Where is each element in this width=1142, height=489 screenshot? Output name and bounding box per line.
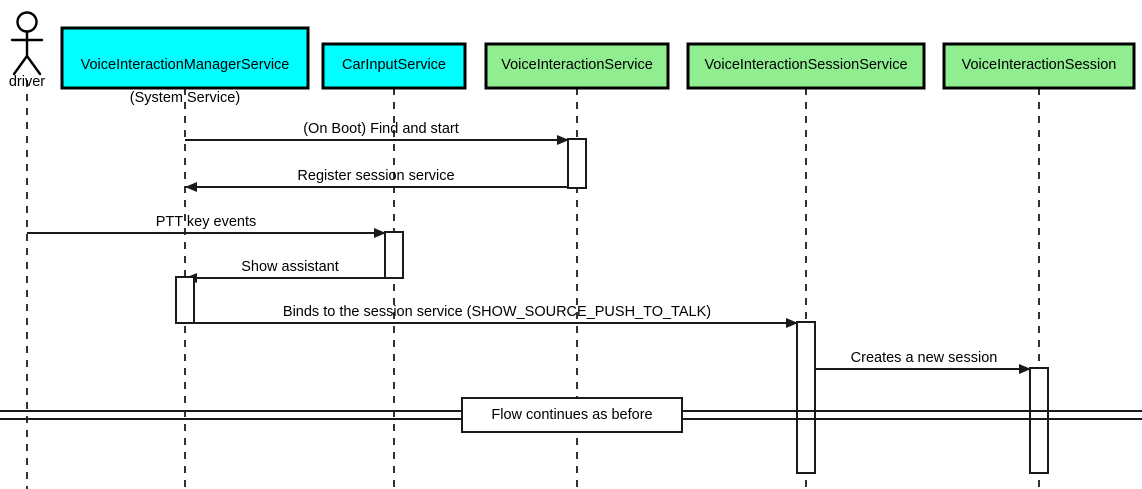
activation-bar-session [1029,367,1049,474]
participant-box-vis [484,42,670,90]
flow-divider-note-box [461,397,683,433]
participant-box-viss [686,42,926,90]
message-label-ptt-key-events: PTT key events [155,214,257,230]
activation-bar-vims [175,276,195,324]
message-label-binds-to-session-service: Binds to the session service (SHOW_SOURC… [282,304,712,320]
actor-driver-figure [10,11,44,76]
activation-bar-viss [796,321,816,474]
participant-label-carinput: CarInputService [342,57,446,73]
flow-divider-note-label: Flow continues as before [491,407,653,423]
participant-box-vims [60,26,310,90]
participant-label-vims-line1: VoiceInteractionManagerService [80,56,290,73]
actor-label-driver: driver [8,74,46,90]
activation-bar-carinput [384,231,404,279]
participant-box-carinput [321,42,467,90]
participant-label-session: VoiceInteractionSession [961,57,1117,73]
participant-box-session [942,42,1136,90]
participant-label-vims: VoiceInteractionManagerService (System S… [62,40,308,123]
activation-bars [175,138,1049,474]
participant-label-vis: VoiceInteractionService [501,57,653,73]
message-label-creates-a-new-session: Creates a new session [850,350,998,366]
flow-divider-lines [0,410,1142,420]
participant-label-vims-line2: (System Service) [129,90,241,107]
participant-label-viss: VoiceInteractionSessionService [704,57,908,73]
participant-boxes [60,26,1136,90]
activation-bar-vis [567,138,587,189]
message-label-on-boot-find-and-start: (On Boot) Find and start [303,121,459,137]
message-label-register-session-service: Register session service [297,168,455,184]
message-label-show-assistant: Show assistant [241,259,339,275]
message-arrows [27,135,1031,374]
